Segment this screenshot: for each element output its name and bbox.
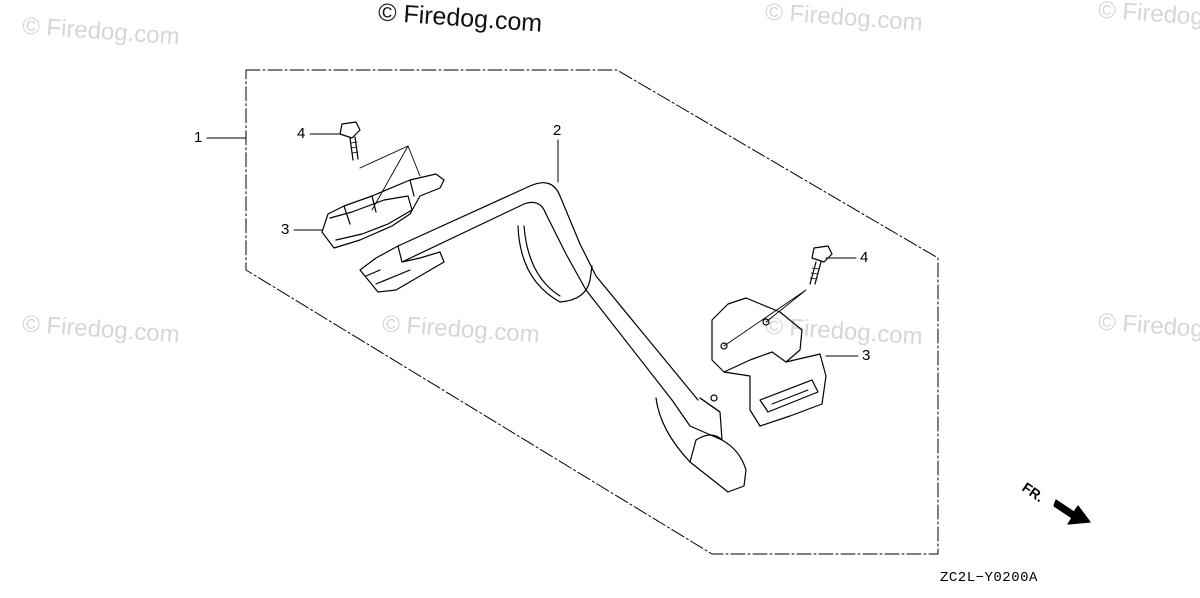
- callout-2: 2: [553, 122, 562, 139]
- callout-1: 1: [194, 129, 203, 146]
- callout-3-rear: 3: [281, 221, 290, 238]
- callout-3-front: 3: [862, 347, 871, 364]
- stand-frame: [359, 182, 747, 493]
- callout-4-front: 4: [860, 249, 869, 266]
- diagram-code: ZC2L−Y0200A: [940, 570, 1038, 586]
- rear-bracket: [321, 173, 445, 249]
- front-direction-arrow: [1053, 499, 1091, 525]
- assembly-boundary: [245, 69, 939, 555]
- callout-4-rear: 4: [297, 125, 306, 142]
- front-bracket: [711, 297, 827, 427]
- bolt-front: [809, 245, 833, 285]
- bolt-rear: [339, 121, 361, 161]
